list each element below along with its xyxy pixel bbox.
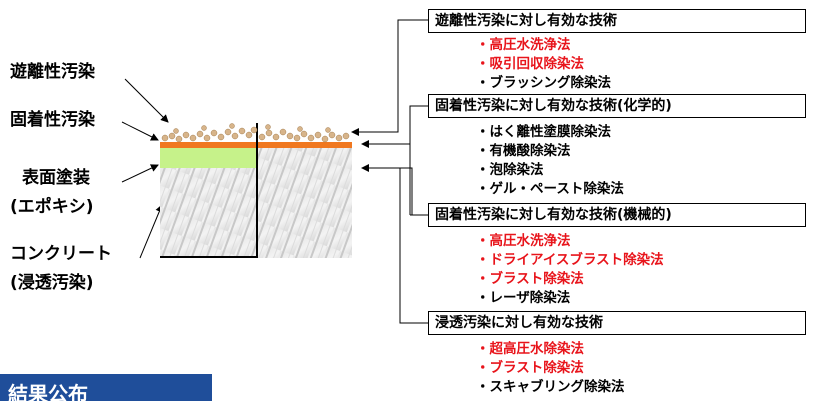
results-banner-label: 結果公布	[8, 382, 88, 401]
group-1-title: 遊離性汚染に対し有効な技術	[428, 9, 806, 33]
label-epoxy: (エポキシ)	[10, 197, 94, 217]
label-concrete: コンクリート	[10, 244, 112, 264]
results-banner: 結果公布	[0, 374, 212, 401]
group-3-item: ・ブラスト除染法	[476, 271, 584, 287]
group-1-item: ・吸引回収除染法	[476, 56, 584, 72]
group-3-item: ・レーザ除染法	[476, 290, 571, 306]
pointer-concrete	[139, 204, 164, 259]
label-fixed-contamination: 固着性汚染	[10, 110, 95, 130]
group-3-title: 固着性汚染に対し有効な技術(機械的)	[428, 203, 806, 227]
group-4-title: 浸透汚染に対し有効な技術	[428, 311, 806, 335]
group-2-title: 固着性汚染に対し有効な技術(化学的)	[428, 94, 806, 118]
group-2-item: ・ゲル・ペースト除染法	[476, 181, 624, 197]
group-2-item: ・泡除染法	[476, 162, 544, 178]
concrete-block-illustration	[160, 123, 352, 258]
pointer-coating	[121, 164, 159, 183]
group-3-item: ・ドライアイスブラスト除染法	[476, 252, 664, 268]
arrow-group-4	[399, 168, 428, 324]
arrow-group-3	[361, 164, 413, 215]
label-penetration: (浸透汚染)	[10, 273, 94, 293]
pointer-free-contamination	[124, 78, 169, 123]
pointer-fixed-contamination	[121, 121, 159, 141]
label-surface-coating: 表面塗装	[22, 168, 90, 188]
group-2-item: ・有機酸除染法	[476, 143, 571, 159]
group-4-item: ・超高圧水除染法	[476, 341, 584, 357]
group-1-item: ・ブラッシング除染法	[476, 75, 611, 91]
epoxy-coating-layer	[160, 148, 257, 168]
group-1-item: ・高圧水洗浄法	[476, 37, 571, 53]
free-contamination-particles	[161, 123, 350, 143]
label-free-contamination: 遊離性汚染	[10, 62, 95, 82]
group-2-item: ・はく離性塗膜除染法	[476, 124, 611, 140]
arrow-group-1	[351, 19, 428, 136]
group-3-item: ・高圧水洗浄法	[476, 233, 571, 249]
group-4-item: ・ブラスト除染法	[476, 360, 584, 376]
group-4-item: ・スキャブリング除染法	[476, 379, 625, 395]
arrow-group-2	[361, 105, 428, 148]
